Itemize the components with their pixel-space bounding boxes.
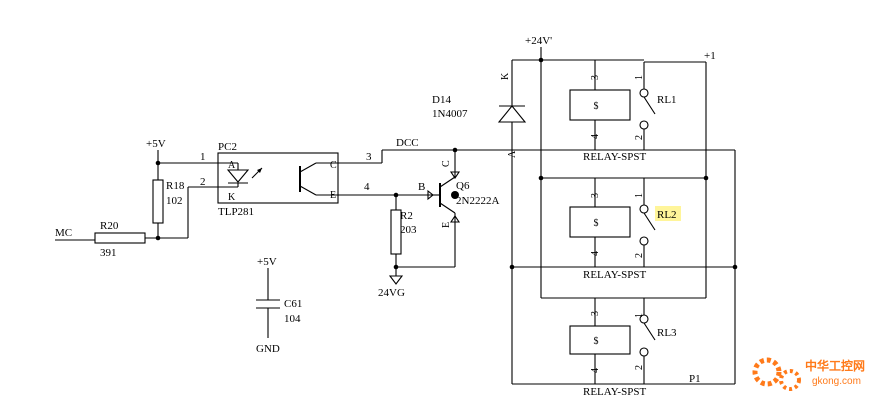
q6-part: 2N2222A (456, 195, 499, 207)
p1-label: P1 (689, 373, 701, 385)
pc2-pin-k: K (228, 192, 236, 203)
rl1-part: RELAY-SPST (583, 151, 646, 163)
rl1-label: RL1 (657, 94, 677, 106)
watermark-cn: 中华工控网 (805, 358, 865, 373)
rl1-pin-1: 1 (634, 75, 645, 80)
watermark-en: gkong.com (812, 376, 861, 387)
plus5v-c-label: +5V (257, 256, 277, 268)
r2-ref: R2 (400, 210, 413, 222)
rl3-pin-4: 4 (590, 368, 601, 373)
q6-pin-b: B (418, 181, 425, 193)
d14-pin-k: K (500, 72, 511, 80)
pc2-pin-c: C (330, 160, 337, 171)
net2-label: 2 (200, 176, 206, 188)
c61-ref: C61 (284, 298, 302, 310)
rl3-pin-3: 3 (590, 311, 601, 316)
plus5v-top-label: +5V (146, 138, 166, 150)
d14-pin-a: A (507, 150, 518, 158)
gear-icon (752, 357, 782, 387)
r20-ref: R20 (100, 220, 119, 232)
decoupling-capacitor-c61: +5V C61 104 GND (256, 256, 302, 355)
rl2-pin-3: 3 (590, 193, 601, 198)
plus24-label: +24V' (525, 35, 552, 47)
gnd24-label: 24VG (378, 287, 405, 299)
r20-value: 391 (100, 247, 117, 259)
dcc-label: DCC (396, 137, 419, 149)
d14-ref: D14 (432, 94, 451, 106)
relay-bank: +24V' +1 P1 $ 3 4 1 (509, 35, 738, 398)
rl2-highlight (655, 206, 681, 221)
rl1-pin-4: 4 (590, 134, 601, 139)
pc2-ref: PC2 (218, 141, 237, 153)
relay-rl1: $ 3 4 1 2 RL1 RELAY-SPST (569, 60, 677, 163)
c61-value: 104 (284, 313, 301, 325)
r20-resistor (94, 232, 146, 244)
q6-ref: Q6 (456, 180, 470, 192)
rl3-pin-1: 1 (634, 313, 645, 318)
mc-label: MC (55, 227, 72, 239)
optocoupler-pc2: PC2 TLP281 A K C E (217, 141, 339, 218)
rl2-pin-2: 2 (634, 253, 645, 258)
d14-diode (497, 105, 527, 123)
net4-label: 4 (364, 181, 370, 193)
rl2-pin-4: 4 (590, 251, 601, 256)
relay-rl2: $ 3 4 1 2 RL2 RELAY-SPST (569, 178, 681, 281)
rl3-part: RELAY-SPST (583, 386, 646, 398)
net1-label: 1 (200, 151, 206, 163)
driver-section: 3 DCC 4 R2 203 24VG B C E Q6 2N2222A D14 (338, 60, 527, 384)
plus1-label: +1 (704, 50, 716, 62)
gear-icon-small (779, 369, 801, 391)
svg-text:$: $ (594, 101, 599, 112)
rl2-pin-1: 1 (634, 193, 645, 198)
d14-part: 1N4007 (432, 108, 468, 120)
gkong-watermark: 中华工控网 gkong.com (752, 357, 865, 391)
r18-resistor (152, 179, 164, 224)
input-network: MC R20 391 +5V R18 102 1 2 (55, 138, 218, 259)
r2-value: 203 (400, 224, 417, 236)
svg-text:$: $ (594, 336, 599, 347)
rl3-label: RL3 (657, 327, 677, 339)
net3-label: 3 (366, 151, 372, 163)
q6-pin-c: C (441, 160, 452, 167)
gnd-label: GND (256, 343, 280, 355)
pc2-part: TLP281 (218, 206, 254, 218)
rl2-part: RELAY-SPST (583, 269, 646, 281)
ground-24vg-symbol (388, 275, 404, 285)
rl1-pin-3: 3 (590, 75, 601, 80)
pc2-pin-a: A (228, 160, 236, 171)
rl2-label: RL2 (657, 209, 677, 221)
rl1-pin-2: 2 (634, 135, 645, 140)
q6-pin-e: E (441, 222, 452, 228)
svg-text:$: $ (594, 218, 599, 229)
relay-rl3: $ 3 4 1 2 RL3 RELAY-SPST (569, 298, 677, 398)
rl3-pin-2: 2 (634, 365, 645, 370)
r18-ref: R18 (166, 180, 185, 192)
r18-value: 102 (166, 195, 183, 207)
